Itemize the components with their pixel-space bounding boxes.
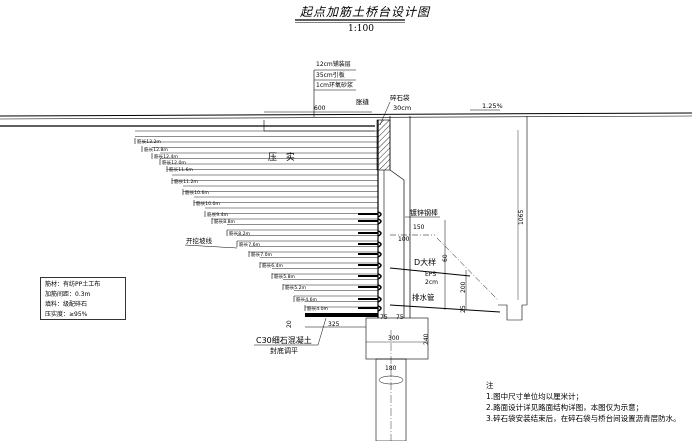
- notes-heading: 注: [486, 381, 494, 390]
- reinforcement-length-label: 筋长5.8m: [274, 273, 295, 280]
- reinforcement-length-label: 筋长7.6m: [239, 241, 260, 248]
- dim-150: 150: [413, 224, 425, 231]
- legend-fill: 填料：级配碎石: [45, 301, 88, 308]
- reinforcement-length-label: 筋长5.2m: [285, 284, 306, 291]
- abutment-body: [389, 116, 411, 318]
- steel-bar-hook: [377, 211, 382, 218]
- layer-2: 35cm引板: [316, 71, 345, 79]
- dim-180: 180: [385, 365, 397, 372]
- reinforcement-length-label: 筋长11.2m: [174, 178, 198, 185]
- road-surface-lower: [0, 115, 692, 120]
- eps-thickness: 2cm: [425, 279, 438, 286]
- gravel-bag-width: 30cm: [393, 104, 411, 112]
- reinforcement-length-label: 筋长10.0m: [196, 200, 220, 207]
- joint-label: 胀缝: [356, 97, 370, 106]
- dim-75b: 75: [396, 314, 404, 321]
- concrete-leader-2: [317, 317, 327, 346]
- dim-325: 325: [328, 321, 340, 328]
- anchor-detail-label: D大样: [414, 257, 436, 267]
- reinforcement-length-label: 筋长11.6m: [169, 166, 193, 173]
- reinforcement-length-label: 筋长4.6m: [296, 296, 317, 303]
- compacted-label: 压 实: [268, 151, 298, 163]
- note-3: 3.碎石袋安装结束后，在碎石袋与桥台间设置沥青层防水。: [486, 414, 681, 423]
- steel-bar-hook: [377, 273, 382, 280]
- gravel-bag-hatch: [376, 119, 391, 171]
- dim-60: 60: [442, 254, 449, 262]
- notes: 注 1.图中尺寸单位均以厘米计； 2.路面设计详见路面结构详图，本图仅为示意； …: [486, 380, 686, 424]
- drain-pipe-line: [389, 304, 501, 313]
- drain-pipe-label: 排水管: [412, 292, 435, 302]
- dim-25: 25: [460, 305, 467, 313]
- reinforcement-length-label: 筋长12.0m: [162, 159, 186, 166]
- dim-600: 600: [314, 105, 326, 112]
- pile-section: [378, 375, 404, 385]
- note-1: 1.图中尺寸单位均以厘米计；: [486, 392, 584, 401]
- steel-bar-hook: [377, 296, 382, 303]
- dashed-slope: [436, 237, 499, 301]
- concrete-label: C30细石混凝土: [256, 335, 312, 345]
- gravel-bag-label: 碎石袋: [390, 93, 410, 102]
- road-surface: [0, 112, 692, 117]
- steel-bar-hook: [377, 251, 382, 258]
- reinforcement-length-label: 筋长12.8m: [144, 146, 168, 153]
- steel-bar-hook: [377, 241, 382, 248]
- reinforcement-length-label: 筋长8.8m: [214, 218, 235, 225]
- steel-bar-hook: [377, 305, 382, 312]
- reinforcement-length-label: 筋长9.4m: [207, 211, 228, 218]
- excavation-leader: [184, 244, 238, 249]
- legend-material: 筋材：有纺PP土工布: [45, 281, 101, 288]
- dim-20: 20: [286, 320, 293, 328]
- legend-spacing: 加筋间距：0.3m: [45, 291, 91, 298]
- dim-300: 300: [388, 335, 400, 342]
- steel-bar-hook: [377, 230, 382, 237]
- reinforcement-length-label: 筋长13.2m: [137, 138, 161, 145]
- concrete-base: [305, 313, 378, 317]
- reinforcement-length-label: 筋长12.4m: [154, 153, 178, 160]
- material-legend: 筋材：有纺PP土工布 加筋间距：0.3m 填料：级配碎石 压实度：≥95%: [40, 277, 126, 320]
- dim-200: 200: [460, 281, 467, 293]
- legend-compaction: 压实度：≥95%: [45, 311, 88, 318]
- layer-3: 1cm环氧砂浆: [316, 81, 353, 89]
- steel-bar-label: 镀锌钢棒: [410, 208, 438, 217]
- drawing-scale: 1:100: [348, 24, 374, 34]
- steel-bar-hook: [377, 284, 382, 291]
- note-2: 2.路面设计详见路面结构详图，本图仅为示意；: [486, 403, 644, 412]
- concrete-label-2: 封底调平: [270, 346, 298, 355]
- steel-bar-hook: [377, 262, 382, 269]
- reinforcement-length-label: 筋长7.0m: [251, 251, 272, 258]
- dim-240: 240: [423, 333, 430, 345]
- excavation-line-label: 开挖坡线: [186, 236, 213, 245]
- dim-100: 100: [398, 236, 410, 243]
- steel-bar-hook: [377, 218, 382, 225]
- slope-label: 1.25%: [482, 102, 503, 110]
- reinforcement-length-label: 筋长8.2m: [229, 230, 250, 237]
- eps-line: [389, 267, 471, 277]
- drawing-title: 起点加筋土桥台设计图: [300, 5, 431, 19]
- dim-1065: 1065: [518, 210, 525, 225]
- dim-75a: 75: [380, 314, 388, 321]
- reinforcement-length-label: 筋长4.0m: [307, 305, 328, 312]
- reinforcement-length-label: 筋长10.6m: [185, 189, 209, 196]
- reinforcement-length-label: 筋长6.4m: [262, 262, 283, 269]
- drain-ditch: [498, 304, 527, 321]
- layer-1: 12cm铺装层: [316, 60, 351, 68]
- eps-label: EPS: [425, 271, 436, 278]
